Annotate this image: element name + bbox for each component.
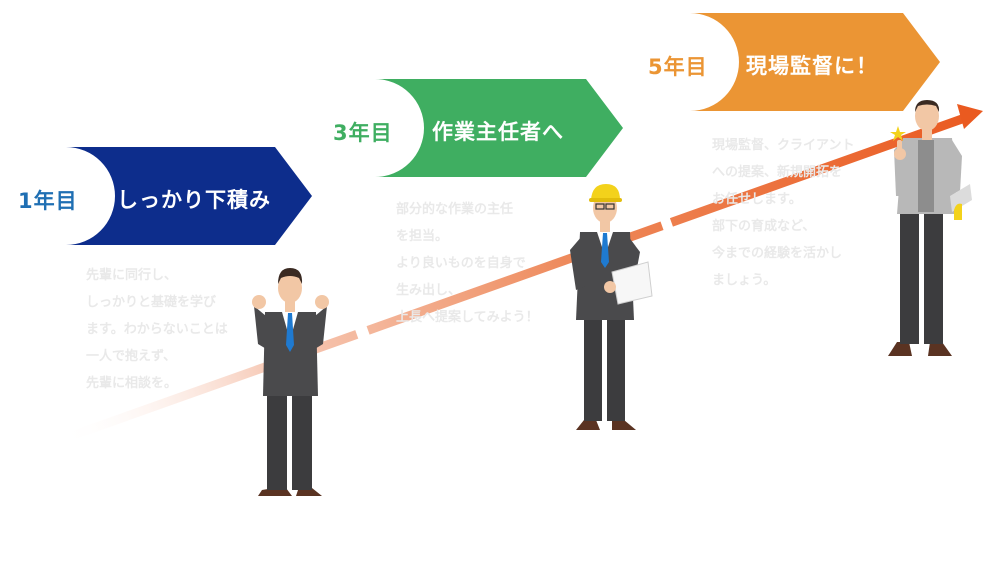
stage-3-title: 現場監督に！ [746, 54, 878, 78]
stage-banner-3-shape [690, 13, 940, 111]
stage-banner-2-shape [375, 79, 623, 177]
supervisor-thumbs-up-icon [888, 100, 972, 356]
growth-arrow-head [957, 104, 983, 129]
stage-3-description: 現場監督、クライアント への提案、新規開拓を お任せします。 部下の育成など、 … [712, 138, 855, 288]
growth-arrow [58, 104, 983, 445]
stage-banner-1 [66, 147, 312, 245]
stage-3-year: 5年目 [648, 55, 708, 79]
stage-2-description: 部分的な作業の主任 を担当。 より良いものを自身で 生み出し、 上長へ提案してみ… [396, 202, 539, 325]
engineer-helmet-clipboard-icon [570, 184, 653, 430]
stage-2-title: 作業主任者へ [432, 120, 564, 144]
stage-2-year: 3年目 [333, 121, 393, 145]
stage-1-description: 先輩に同行し、 しっかりと基礎を学び ます。わからないことは 一人で抱えず、 先… [86, 268, 228, 391]
businessman-fists-icon [252, 268, 329, 496]
stage-banner-3 [690, 13, 940, 111]
growth-arrow-shaft [58, 114, 964, 445]
stage-banner-2 [375, 79, 623, 177]
stage-1-title: しっかり下積み [117, 188, 271, 212]
stage-1-year: 1年目 [18, 189, 78, 213]
stage-banner-1-shape [66, 147, 312, 245]
